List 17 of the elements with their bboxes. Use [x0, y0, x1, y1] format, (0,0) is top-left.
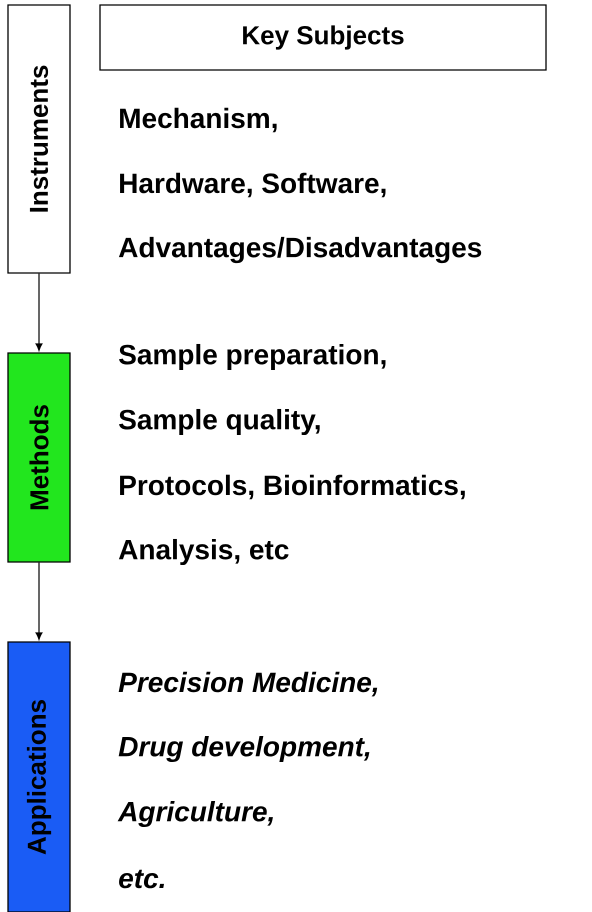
- subject-text: Analysis, etc: [118, 538, 289, 566]
- header-box: Key Subjects: [99, 4, 547, 71]
- subject-text: Drug development,: [118, 736, 370, 762]
- subject-text: Sample quality,: [119, 408, 320, 436]
- subject-text: etc.: [119, 870, 164, 888]
- subject-text: Mechanism,: [120, 108, 277, 132]
- subject-text: Hardware, Software,: [120, 172, 386, 198]
- subject-text: Agriculture,: [118, 800, 273, 828]
- subject-text: Precision Medicine,: [118, 672, 378, 696]
- subject-text: Advantages/Disadvantages: [118, 236, 482, 264]
- stage-box: Applications: [7, 641, 71, 912]
- subject-text: Protocols, Bioinformatics,: [120, 474, 465, 500]
- stage-box: Methods: [7, 352, 71, 563]
- arrow: [36, 274, 42, 351]
- stage-box: Instruments: [7, 4, 71, 274]
- arrow: [36, 562, 42, 640]
- subject-text: Sample preparation,: [119, 344, 386, 370]
